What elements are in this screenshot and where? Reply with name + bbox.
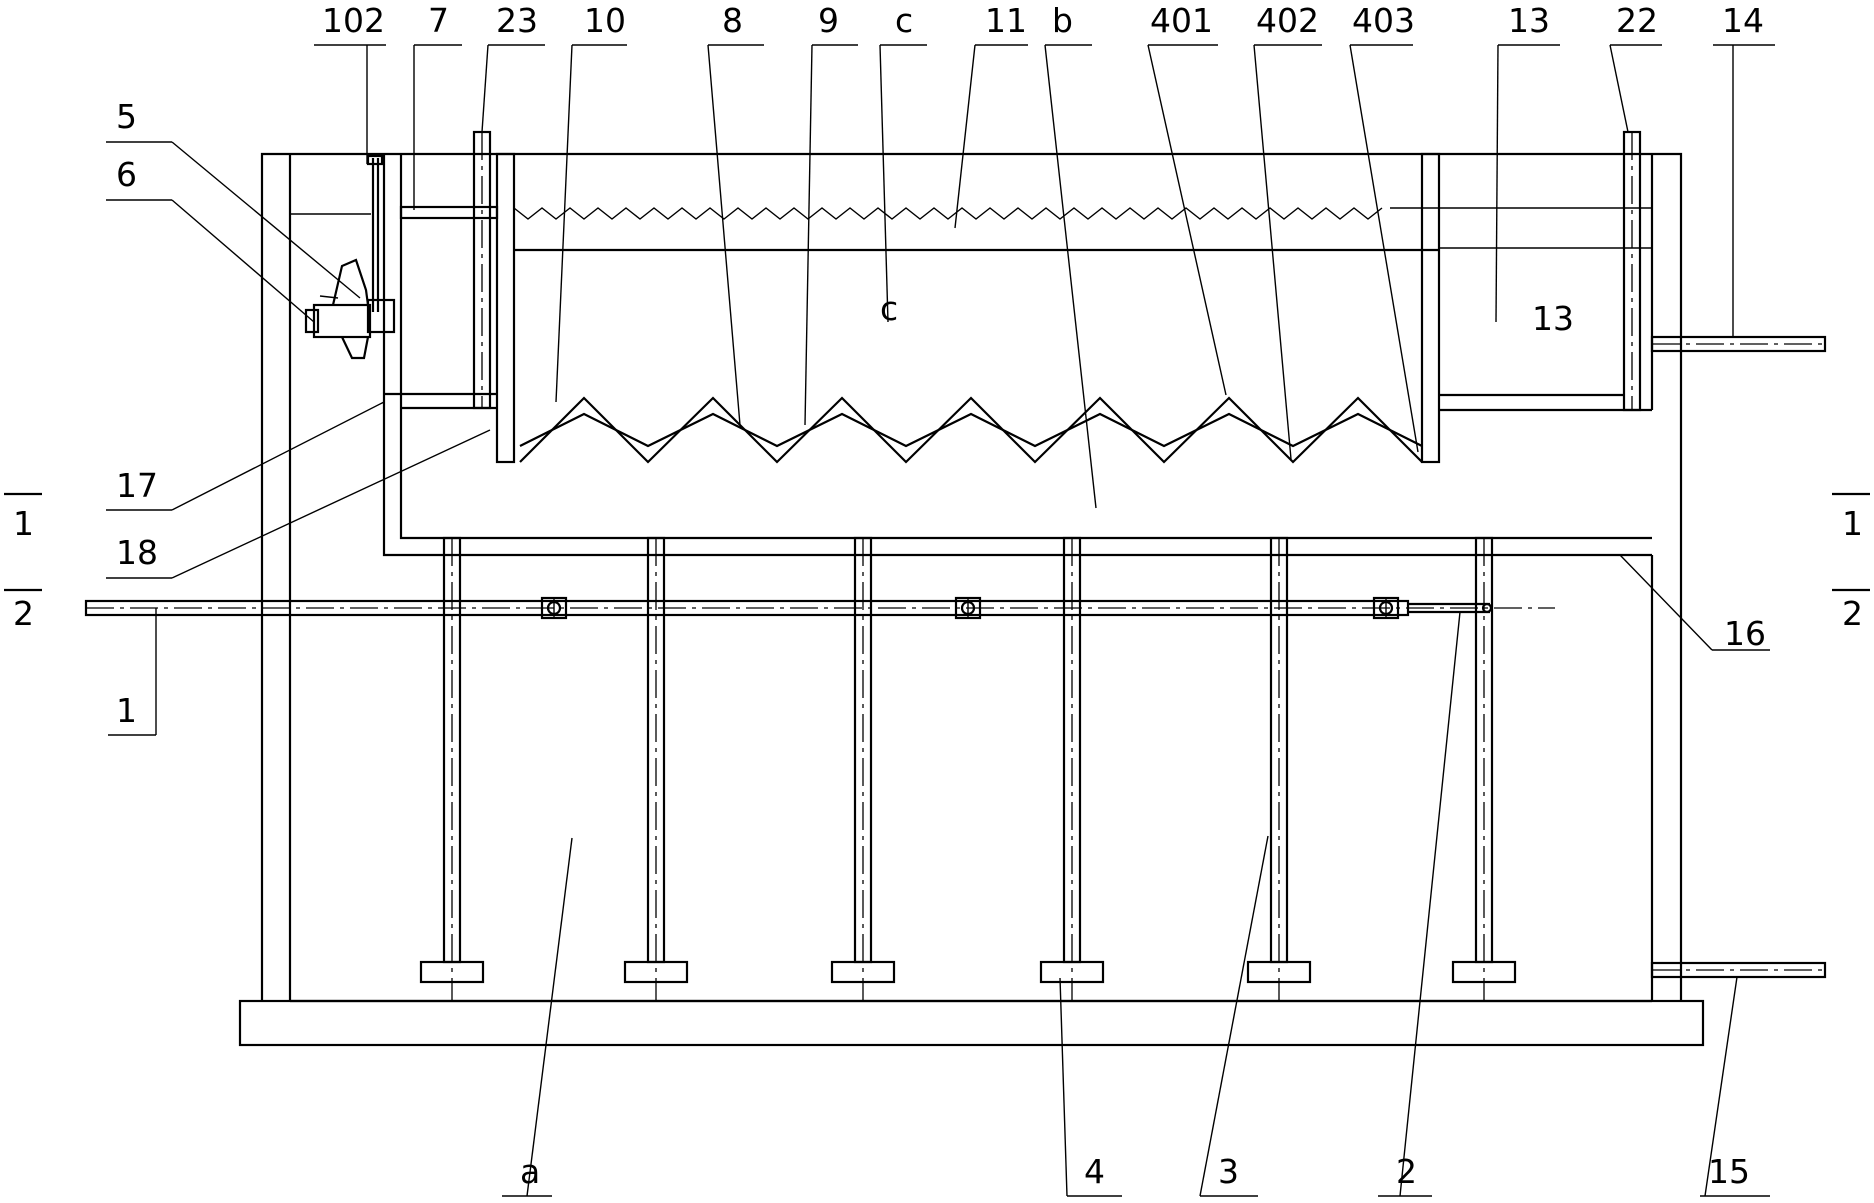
callout-labels: 102 7 23 10 8 9 c 11 b 401 402 403 13 22… bbox=[13, 1, 1863, 1191]
diffuser-foot bbox=[1451, 960, 1517, 984]
label-401: 401 bbox=[1150, 1, 1213, 40]
label-9: 9 bbox=[818, 1, 839, 40]
diffuser-foot bbox=[419, 960, 485, 984]
diffuser-foot bbox=[830, 960, 896, 984]
label-14: 14 bbox=[1722, 1, 1764, 40]
section-mark-1-right: 1 bbox=[1842, 504, 1863, 543]
label-16: 16 bbox=[1724, 614, 1766, 653]
label-c: c bbox=[895, 1, 913, 40]
section-mark-1-left: 1 bbox=[13, 504, 34, 543]
section-mark-2-right: 2 bbox=[1842, 594, 1863, 633]
label-17: 17 bbox=[116, 466, 158, 505]
tank-body bbox=[238, 152, 1705, 1047]
outlet-pipe-14 bbox=[1650, 335, 1827, 353]
leader-lines bbox=[4, 44, 1870, 1197]
serrated-weir bbox=[513, 207, 1652, 249]
valve-actuator bbox=[304, 154, 396, 360]
diffuser-foot bbox=[623, 960, 689, 984]
label-8: 8 bbox=[722, 1, 743, 40]
zigzag-baffles bbox=[519, 396, 1423, 464]
label-b: b bbox=[1052, 1, 1073, 40]
baffle-inner bbox=[519, 412, 1423, 448]
diffuser-pipes bbox=[419, 536, 1517, 1000]
label-102: 102 bbox=[322, 1, 385, 40]
baffle-outer bbox=[519, 396, 1423, 464]
drain-pipe-15 bbox=[1650, 961, 1827, 979]
main-chamber bbox=[495, 152, 1441, 464]
pipe-fittings bbox=[540, 596, 1400, 620]
label-13-inner: 13 bbox=[1532, 299, 1574, 338]
label-11: 11 bbox=[985, 1, 1027, 40]
label-3: 3 bbox=[1218, 1152, 1239, 1191]
label-6: 6 bbox=[116, 155, 137, 194]
label-15: 15 bbox=[1708, 1152, 1750, 1191]
label-23: 23 bbox=[496, 1, 538, 40]
label-18: 18 bbox=[116, 533, 158, 572]
inlet-channel-wall bbox=[382, 154, 1652, 557]
label-402: 402 bbox=[1256, 1, 1319, 40]
label-2: 2 bbox=[1396, 1152, 1417, 1191]
label-10: 10 bbox=[584, 1, 626, 40]
outlet-compartment bbox=[1439, 154, 1654, 412]
label-1: 1 bbox=[116, 691, 137, 730]
label-a: a bbox=[520, 1152, 540, 1191]
inlet-pipe bbox=[84, 599, 1555, 617]
label-c-inner: c bbox=[880, 289, 898, 328]
label-22: 22 bbox=[1616, 1, 1658, 40]
guide-rail-right bbox=[1622, 130, 1642, 412]
label-7: 7 bbox=[428, 1, 449, 40]
label-4: 4 bbox=[1084, 1152, 1105, 1191]
label-403: 403 bbox=[1352, 1, 1415, 40]
diffuser-foot bbox=[1246, 960, 1312, 984]
label-5: 5 bbox=[116, 97, 137, 136]
section-mark-2-left: 2 bbox=[13, 594, 34, 633]
diffuser-foot bbox=[1039, 960, 1105, 984]
label-13: 13 bbox=[1508, 1, 1550, 40]
guide-rail-left bbox=[472, 130, 492, 410]
